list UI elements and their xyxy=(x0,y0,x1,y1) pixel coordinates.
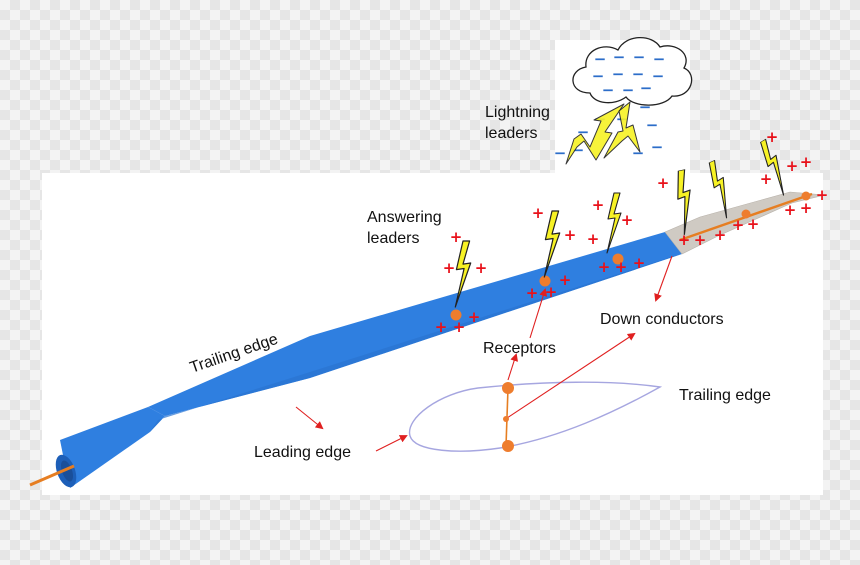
lightning-leaders-label-line2: leaders xyxy=(485,125,537,142)
receptor-2 xyxy=(539,275,551,287)
arrow-leading-edge-airfoil xyxy=(375,435,408,452)
positive-charge-17: + xyxy=(633,254,646,272)
air-negative-charge-3: − xyxy=(639,98,652,116)
positive-charges: ++++++++++++++++++++++++++++++ xyxy=(435,128,829,336)
arrow-receptor-to-airfoil xyxy=(507,353,518,381)
positive-charge-16: + xyxy=(615,258,628,276)
receptor-3 xyxy=(612,253,624,265)
arrow-down-conductor-to-blade xyxy=(654,255,673,302)
receptor-4 xyxy=(741,209,751,219)
positive-charge-10: + xyxy=(545,283,558,301)
positive-charge-12: + xyxy=(592,196,605,214)
negative-charge-7: − xyxy=(632,65,645,83)
positive-charge-18: + xyxy=(657,174,670,192)
negative-charge-10: − xyxy=(622,81,635,99)
air-negative-charge-5: − xyxy=(646,116,659,134)
airfoil-conductor-node xyxy=(503,416,509,422)
negative-charge-3: − xyxy=(633,48,646,66)
positive-charge-9: + xyxy=(526,284,539,302)
positive-charge-19: + xyxy=(678,231,691,249)
positive-charge-4: + xyxy=(435,318,448,336)
negative-charge-8: − xyxy=(652,67,665,85)
blade-root-inner xyxy=(60,460,74,482)
lightning-leader-bolt-1 xyxy=(565,103,625,165)
answering-leaders-label-line1: Answering xyxy=(367,209,442,226)
negative-charge-6: − xyxy=(612,65,625,83)
cloud-shape xyxy=(572,36,693,106)
negative-charge-2: − xyxy=(613,48,626,66)
thundercloud: −−−−−−−−−−− xyxy=(572,36,693,106)
lightning-leaders xyxy=(565,101,641,165)
receptors xyxy=(450,191,811,452)
positive-charge-11: + xyxy=(559,271,572,289)
positive-charge-22: + xyxy=(732,216,745,234)
negative-charge-1: − xyxy=(594,50,607,68)
arrow-receptor-to-blade xyxy=(529,288,548,339)
positive-charge-21: + xyxy=(714,226,727,244)
blade-root-section xyxy=(60,407,165,488)
negative-charge-4: − xyxy=(653,50,666,68)
positive-charge-26: + xyxy=(760,170,773,188)
negative-charge-5: − xyxy=(592,67,605,85)
airfoil-receptor-top xyxy=(502,382,514,394)
positive-charge-1: + xyxy=(450,228,463,246)
negative-charge-11: − xyxy=(640,79,653,97)
positive-charge-13: + xyxy=(621,211,634,229)
lightning-leader-bolt-2 xyxy=(603,101,641,159)
lightning-leaders-label-line1: Lightning xyxy=(485,104,550,121)
cloud-negative-charges: −−−−−−−−−−− xyxy=(592,48,666,99)
root-conductor xyxy=(29,464,75,487)
positive-charge-28: + xyxy=(816,186,829,204)
airfoil-cross-section xyxy=(408,381,663,452)
positive-charge-15: + xyxy=(598,258,611,276)
pointer-arrows xyxy=(295,255,673,452)
positive-charge-30: + xyxy=(784,201,797,219)
positive-charge-6: + xyxy=(468,308,481,326)
leading-edge-label: Leading edge xyxy=(254,444,351,461)
arrow-down-conductor-to-airfoil xyxy=(503,332,636,421)
down-conductors-label: Down conductors xyxy=(600,311,724,328)
negative-charge-9: − xyxy=(602,81,615,99)
air-negative-charge-9: − xyxy=(651,138,664,156)
positive-charge-23: + xyxy=(747,215,760,233)
positive-charge-24: + xyxy=(766,128,779,146)
airfoil-receptor-bottom xyxy=(502,440,514,452)
answering-leaders-label-line2: leaders xyxy=(367,230,419,247)
positive-charge-3: + xyxy=(443,259,456,277)
arrow-trailing-edge-blade xyxy=(295,406,324,430)
positive-charge-5: + xyxy=(453,318,466,336)
trailing-edge-airfoil-label: Trailing edge xyxy=(679,387,771,404)
positive-charge-2: + xyxy=(475,259,488,277)
receptor-5 xyxy=(801,191,811,201)
receptor-1 xyxy=(450,309,462,321)
positive-charge-29: + xyxy=(800,199,813,217)
positive-charge-27: + xyxy=(800,153,813,171)
positive-charge-25: + xyxy=(786,157,799,175)
positive-charge-7: + xyxy=(532,204,545,222)
air-negative-charge-6: − xyxy=(554,144,567,162)
air-negative-charge-8: − xyxy=(632,144,645,162)
positive-charge-14: + xyxy=(587,230,600,248)
positive-charge-8: + xyxy=(564,226,577,244)
positive-charge-20: + xyxy=(694,231,707,249)
receptors-label: Receptors xyxy=(483,340,556,357)
